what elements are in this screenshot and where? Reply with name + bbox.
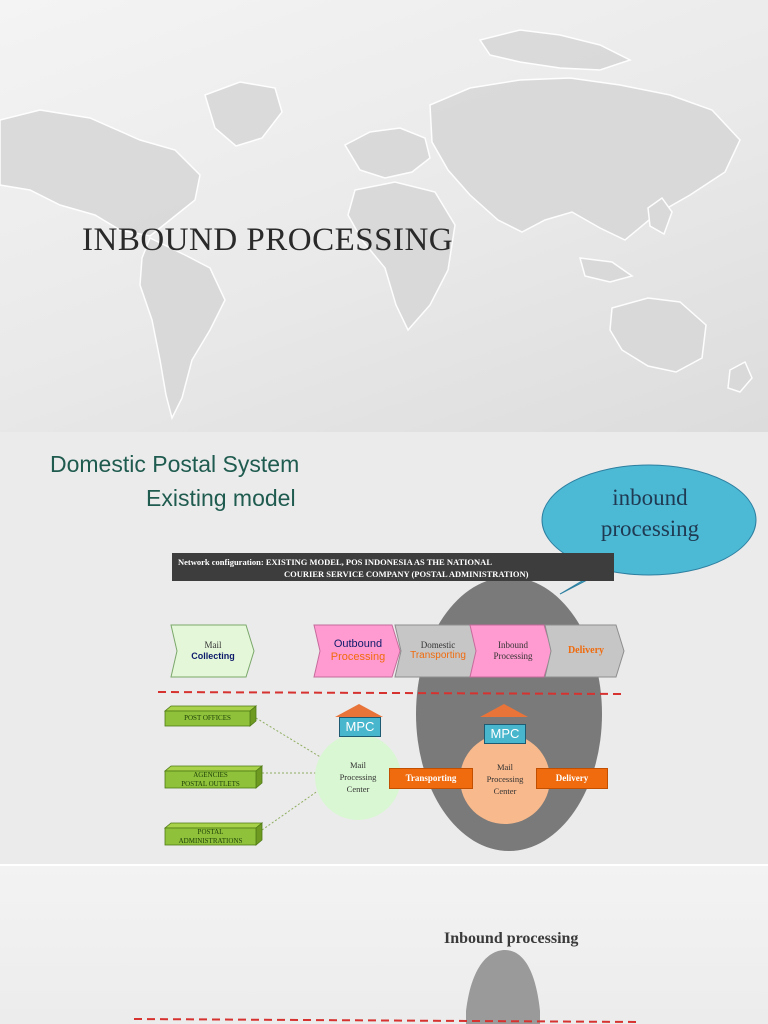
chevron-shape-outbound [313, 624, 401, 678]
chevron-label-line2: Collecting [191, 651, 235, 661]
mail-center-left-text: Mail Processing Center [326, 759, 390, 795]
connector-administrations [261, 787, 323, 831]
source-label-line1: AGENCIES [193, 770, 228, 779]
mpc-roof-left [335, 704, 383, 717]
slide-title: INBOUND PROCESSING [0, 0, 768, 432]
world-map-background [0, 29, 753, 421]
mail-center-line1: Mail [496, 762, 514, 772]
mail-center-circle-left [315, 734, 401, 820]
mail-center-line3: Center [493, 786, 517, 796]
chevron-shape-delivery [544, 624, 625, 678]
chevron-label-line2: Processing [493, 651, 533, 661]
bubble-line2: processing [600, 516, 700, 541]
delivery-box: Delivery [536, 768, 608, 789]
chevron-mail-collecting: Mail Collecting [178, 625, 248, 677]
chevron-domestic-transporting: Domestic Transporting [400, 625, 476, 677]
mail-center-right-text: Mail Processing Center [473, 761, 537, 797]
slide3-title: Inbound processing [444, 930, 579, 947]
chevron-label-line2: Transporting [410, 650, 466, 662]
chevron-outbound-processing: Outbound Processing [320, 625, 396, 677]
chevron-delivery: Delivery [550, 625, 622, 677]
mpc-label-right: MPC [484, 724, 526, 744]
source-post-offices: POST OFFICES [165, 711, 250, 726]
mail-center-line3: Center [346, 784, 370, 794]
mail-center-line2: Processing [486, 774, 524, 784]
chevron-label-line1: Outbound [333, 637, 383, 650]
mail-center-line2: Processing [339, 772, 377, 782]
connector-post-offices [255, 717, 323, 759]
speech-bubble [541, 464, 757, 576]
network-config-line1: Network configuration: EXISTING MODEL, P… [178, 557, 492, 567]
mail-center-line1: Mail [349, 760, 367, 770]
transporting-box: Transporting [389, 768, 473, 789]
network-config-bar: Network configuration: EXISTING MODEL, P… [172, 553, 614, 581]
chevron-label-line2: Processing [330, 651, 386, 663]
slide2-title-line2: Existing model [146, 485, 296, 511]
mail-center-circle-right [460, 734, 550, 824]
chevron-shape-collecting [170, 624, 255, 678]
mpc-label-left: MPC [339, 717, 381, 737]
slide3-diagram [133, 950, 641, 1024]
slide3-dashed-divider [133, 1018, 641, 1023]
source-postal-administrations: POSTAL ADMINISTRATIONS [165, 828, 256, 845]
chevron-inbound-processing: Inbound Processing [476, 625, 550, 677]
chevron-label-line1: Domestic [420, 639, 456, 650]
slide-inbound-processing [0, 866, 768, 1024]
chevron-shape-inbound [469, 624, 553, 678]
bubble-line1: inbound [612, 485, 688, 510]
network-config-line2: COURIER SERVICE COMPANY (POSTAL ADMINIST… [284, 569, 529, 579]
source-agencies: AGENCIES POSTAL OUTLETS [165, 771, 256, 788]
slide-title-text: INBOUND PROCESSING [82, 222, 454, 258]
source-label: POST OFFICES [184, 714, 231, 722]
bubble-text: inbound processing [562, 482, 738, 544]
source-label-line2: POSTAL OUTLETS [181, 779, 240, 788]
source-label-line2: ADMINISTRATIONS [178, 836, 243, 845]
slide2-title-line1: Domestic Postal System [50, 451, 300, 477]
source-label-line1: POSTAL [197, 827, 224, 836]
mpc-roof-right [480, 704, 528, 717]
inbound-dome [466, 950, 540, 1024]
chevron-label-line1: Mail [204, 640, 222, 651]
chevron-label-line1: Inbound [498, 640, 528, 651]
source-boxes [163, 705, 264, 846]
chevron-label-line1: Delivery [567, 645, 605, 656]
